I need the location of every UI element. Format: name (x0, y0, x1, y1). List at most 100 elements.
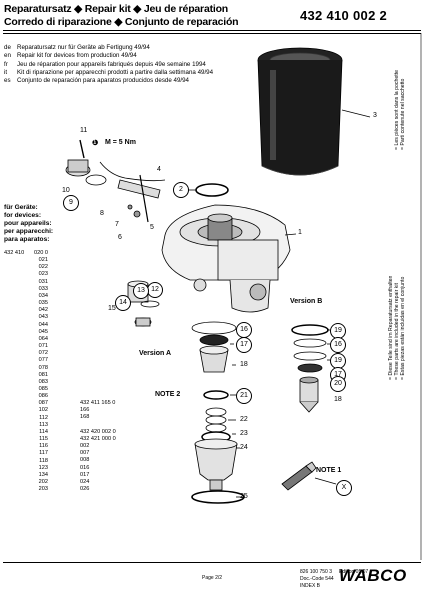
callout-5: 5 (150, 224, 154, 231)
callout-14: 14 (115, 295, 131, 311)
device-sub-list-item: 432 420 002 0 (80, 428, 116, 435)
callout-12: 12 (147, 282, 163, 298)
device-list-item: 087 (38, 400, 48, 407)
callout-2: 2 (173, 182, 189, 198)
device-heading: für Geräte: for devices: pour appareils:… (4, 204, 54, 243)
device-sub-list-item: 008 (80, 457, 90, 464)
wabco-logo: WABCO (339, 566, 407, 585)
callout-21: 21 (236, 388, 252, 404)
version-b-label: Version B (290, 298, 323, 305)
doc-code: Doc.-Code 544 (300, 576, 334, 582)
callout-3: 3 (373, 112, 377, 119)
device-sub-list-item: 016 (80, 464, 90, 471)
device-list-item: 071 (38, 343, 48, 350)
title-line-2: Corredo di riparazione ◆ Conjunto de rep… (4, 16, 239, 28)
device-list-item: 045 (38, 328, 48, 335)
page-indicator: Page 2/2 (202, 575, 223, 581)
side-note-bottom: = Diese Teile sind im Reparatursatz enth… (388, 275, 406, 380)
device-list-item: 072 (38, 350, 48, 357)
version-a-label: Version A (139, 350, 172, 357)
device-list-item: 086 (38, 393, 48, 400)
device-prefix: 432 410 (4, 250, 25, 256)
device-list-item: 114 (39, 428, 48, 435)
device-list-item: 202 (38, 479, 48, 485)
device-sub-list-item: 432 411 165 0 (80, 400, 116, 407)
device-list-item: 203 (38, 486, 48, 493)
callout-13: 13 (133, 283, 149, 299)
device-sub-list-item: 168 (80, 414, 90, 421)
callout-18-version-a: 18 (240, 361, 248, 368)
torque-icon: ❶ (92, 140, 99, 147)
callout-24: 24 (240, 444, 248, 451)
doc-number: 826 100 750 3 (300, 569, 332, 575)
device-list-item: 081 (38, 371, 48, 378)
device-sub-list-item: 017 (80, 471, 90, 478)
device-list-item: 021 (38, 257, 48, 264)
device-list-item: 117 (39, 450, 48, 457)
callout-16-version-a: 16 (236, 322, 252, 338)
torque-label: M = 5 Nm (105, 139, 136, 146)
device-list-item: 043 (38, 314, 48, 321)
side-note-top: = Les pièces sont dans la pochette = Par… (394, 69, 406, 150)
device-list-item: 035 (38, 300, 48, 307)
note-1-label: NOTE 1 (316, 467, 342, 474)
callout-15: 15 (108, 305, 116, 312)
device-list-item: 118 (39, 457, 48, 464)
device-list-item: 044 (38, 321, 48, 328)
torque-icon-label: 1 (93, 140, 97, 146)
callout-8: 8 (100, 210, 104, 217)
device-list-item: 116 (39, 443, 48, 450)
note-1-marker: X (336, 480, 352, 496)
callout-20: 20 (330, 376, 346, 392)
callout-7: 7 (115, 221, 119, 228)
device-list-item: 083 (38, 378, 48, 385)
device-sub-list-item: 432 421 000 0 (80, 435, 116, 442)
device-list-item: 077 (38, 357, 48, 364)
footer-rule (3, 562, 421, 563)
device-list-item: 022 (38, 264, 48, 271)
device-list-item: 033 (38, 285, 48, 292)
callout-1: 1 (298, 229, 302, 236)
device-list-item: 102 (38, 407, 48, 414)
device-list-item: 134 (38, 471, 48, 478)
callout-25: 25 (240, 493, 248, 500)
device-sub-list-item: 002 (80, 443, 90, 450)
device-list-item: 112 (39, 414, 48, 421)
device-list-item: 123 (38, 464, 48, 471)
device-list-item: 023 (38, 271, 48, 278)
device-list-item: 031 (38, 278, 48, 285)
callout-18-version-b: 18 (334, 396, 342, 403)
header-rule-1 (3, 30, 421, 31)
callout-22: 22 (240, 416, 248, 423)
callout-17-version-a: 17 (236, 337, 252, 353)
callout-6: 6 (118, 234, 122, 241)
device-sub-list-item: 166 (80, 407, 90, 414)
callout-10: 10 (62, 187, 70, 194)
callout-19-version-b-1: 19 (330, 323, 346, 339)
callout-23: 23 (240, 430, 248, 437)
device-list-item: 085 (38, 385, 48, 392)
callout-16-version-b: 16 (330, 337, 346, 353)
part-number: 432 410 002 2 (300, 8, 388, 23)
device-list-item: 034 (38, 292, 48, 299)
device-list-item: 115 (39, 436, 48, 443)
device-list-item: 078 (38, 364, 48, 371)
callout-4: 4 (157, 166, 161, 173)
device-list-item: 113 (39, 421, 48, 428)
device-list-item: 064 (38, 335, 48, 342)
device-sub-list-item: 007 (80, 450, 90, 457)
callout-11: 11 (80, 127, 88, 134)
title-line-1: Reparatursatz ◆ Repair kit ◆ Jeu de répa… (4, 3, 229, 15)
index: INDEX B (300, 583, 321, 589)
edition: Edition 05.07 (339, 569, 369, 575)
callout-9: 9 (63, 195, 79, 211)
device-list-item: 042 (38, 307, 48, 314)
